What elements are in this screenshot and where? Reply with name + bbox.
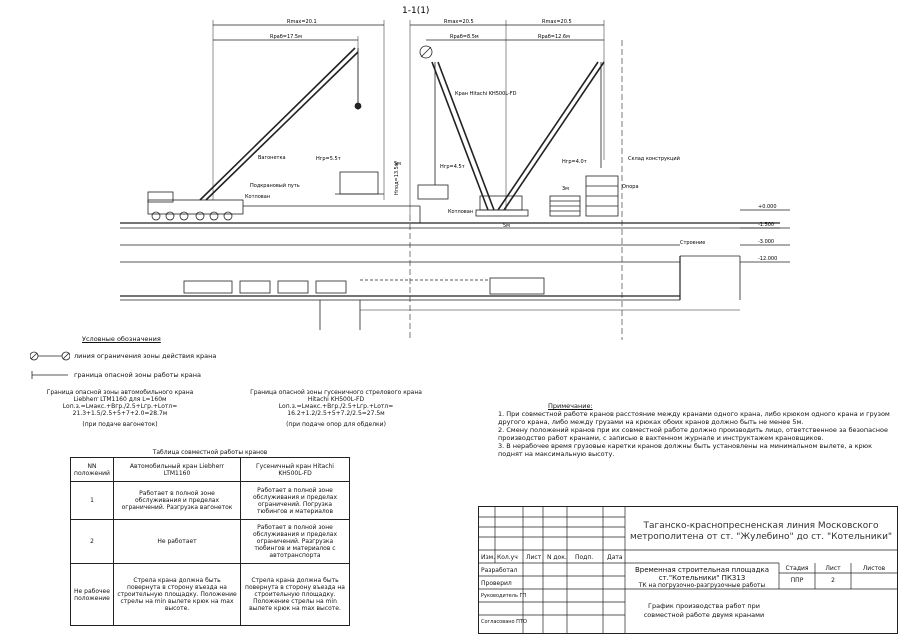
label-pit: Котлован bbox=[245, 194, 270, 200]
formula-left-line1: Lоп.з.=Lмакс.+Bгр./2.5+Lгр.+Lотл= bbox=[62, 403, 178, 410]
label-support: Опора bbox=[622, 184, 639, 190]
formula-left-subtitle: Liebherr LTM1160 для L=160м bbox=[73, 396, 167, 403]
table-cell: Стрела крана должна быть повернута в сто… bbox=[240, 563, 350, 626]
stamp-list: 2 bbox=[831, 577, 835, 584]
note-3: 3. В нерабочее время грузовые каретки кр… bbox=[498, 442, 873, 458]
dim-5m-b: 5м bbox=[503, 223, 510, 229]
dim-3m: 3м bbox=[562, 186, 569, 192]
restriction-line-icon bbox=[30, 351, 70, 361]
dim-left-reach: Rраб=17.5м bbox=[270, 34, 302, 40]
elev-1: +0.000 bbox=[758, 204, 777, 210]
stamp-stage: ППР bbox=[790, 577, 804, 584]
table-cell: Не работает bbox=[113, 519, 241, 564]
section-drawing: 1-1(1) Rmax=20.1 Rраб=17.5м Rmax=20.5 Rр… bbox=[120, 6, 790, 340]
note-2: 2. Смену положений кранов при их совмест… bbox=[498, 426, 888, 442]
title-block-grid bbox=[479, 507, 897, 633]
note-1: 1. При совместной работе кранов расстоян… bbox=[498, 410, 890, 426]
formula-right-title: Граница опасной зоны гусеничного стрелов… bbox=[250, 389, 422, 396]
notes: Примечание: 1. При совместной работе кра… bbox=[498, 402, 890, 458]
stamp-col-data: Дата bbox=[607, 554, 623, 561]
stamp-razrab: Разработал bbox=[481, 567, 518, 574]
stamp-prover: Проверил bbox=[481, 580, 512, 587]
label-storage: Склад конструкций bbox=[628, 155, 680, 162]
dim-right-reach: Rраб=12.6м bbox=[538, 34, 570, 40]
stamp-object: Временная строительная площадка ст."Коте… bbox=[634, 566, 770, 582]
stamp-gip: Руководитель ГП bbox=[481, 593, 527, 599]
table-cell: Работает в полной зоне обслуживания и пр… bbox=[113, 481, 241, 520]
table-header-cell: Гусеничный кран Hitachi KH500L-FD bbox=[240, 457, 350, 482]
label-building: Строение bbox=[680, 240, 705, 246]
formula-right-line1: Lоп.з.=Lмакс.+Bгр./2.5+Lгр.+Lотл= bbox=[278, 403, 394, 410]
load-mid: Нгр=4.5т bbox=[440, 164, 465, 170]
table-cell: Стрела крана должна быть повернута в сто… bbox=[113, 563, 241, 626]
stamp-sheet-name: График производства работ при совместной… bbox=[643, 602, 765, 619]
elev-4: -12.000 bbox=[758, 256, 777, 262]
table-cell: 1 bbox=[70, 481, 114, 520]
stamp-col-izm: Изм. bbox=[481, 554, 496, 561]
table-cell: Работает в полной зоне обслуживания и пр… bbox=[240, 519, 350, 564]
legend-item1: линия ограничения зоны действия крана bbox=[74, 352, 217, 360]
height-left: Hпод=13.5м bbox=[394, 162, 400, 195]
legend-item2: граница опасной зоны работы крана bbox=[74, 371, 202, 379]
crane-right-name: Кран Hitachi KH500L-FD bbox=[455, 91, 517, 97]
dim-top-mid: Rmax=20.5 bbox=[444, 19, 474, 25]
table-cell: Работает в полной зоне обслуживания и пр… bbox=[240, 481, 350, 520]
formula-right-line2: 16.2+1.2/2.5+5+7.2/2.5=27.5м bbox=[287, 410, 385, 417]
legend-title: Условные обозначения bbox=[82, 335, 161, 343]
dim-mid-reach: Rраб=8.5м bbox=[450, 34, 479, 40]
stamp-col-kuch: Кол.уч bbox=[497, 554, 518, 561]
stamp-lists-header: Листов bbox=[862, 565, 886, 572]
formula-right: Граница опасной зоны гусеничного стрелов… bbox=[236, 389, 436, 428]
load-right: Нгр=4.0т bbox=[562, 159, 587, 165]
crane-work-table: NN положений Автомобильный кран Liebherr… bbox=[70, 457, 350, 626]
stamp-project: Таганско-краснопресненская линия Московс… bbox=[629, 521, 893, 542]
stamp-col-podp: Подп. bbox=[575, 554, 594, 561]
table-row: Не рабочее положение Стрела крана должна… bbox=[70, 563, 350, 626]
stamp-list-header: Лист bbox=[825, 565, 841, 572]
notes-title: Примечание: bbox=[548, 402, 593, 410]
dim-5m-a: 5м bbox=[394, 161, 401, 167]
load-left: Нгр=5.5т bbox=[316, 156, 341, 162]
elev-3: -3.000 bbox=[758, 239, 774, 245]
stamp-object2: ТК на погрузочно-разгрузочные работы bbox=[638, 582, 766, 589]
formula-left-note: (при подаче вагонеток) bbox=[82, 421, 158, 428]
formula-left: Граница опасной зоны автомобильного кран… bbox=[20, 389, 220, 428]
danger-zone-icon bbox=[31, 371, 68, 379]
formula-right-subtitle: Hitachi KH500L-FD bbox=[307, 396, 365, 403]
table-header-row: NN положений Автомобильный кран Liebherr… bbox=[70, 457, 350, 482]
label-railcar: Вагонетка bbox=[258, 155, 286, 161]
formula-left-title: Граница опасной зоны автомобильного кран… bbox=[46, 389, 194, 396]
table-row: 2 Не работает Работает в полной зоне обс… bbox=[70, 519, 350, 564]
stamp-soglas: Согласовано ПТО bbox=[481, 619, 527, 625]
elev-2: -1.500 bbox=[758, 222, 774, 228]
dim-top-right: Rmax=20.5 bbox=[542, 19, 572, 25]
label-pit-mid: Котлован bbox=[448, 209, 473, 215]
formula-left-line2: 21.3+1.5/2.5+5+7+2.0=28.7м bbox=[72, 410, 168, 417]
stamp-col-list: Лист bbox=[526, 554, 542, 561]
table-cell: Не рабочее положение bbox=[70, 563, 114, 626]
label-rail: Подкрановый путь bbox=[250, 182, 300, 189]
table-header-cell: NN положений bbox=[70, 457, 114, 482]
table-header-cell: Автомобильный кран Liebherr LTM1160 bbox=[113, 457, 241, 482]
table-cell: 2 bbox=[70, 519, 114, 564]
sheet-title: 1-1(1) bbox=[402, 6, 429, 16]
stamp-col-ndok: N док. bbox=[547, 554, 567, 561]
table-title: Таблица совместной работы кранов bbox=[152, 449, 268, 456]
table-row: 1 Работает в полной зоне обслуживания и … bbox=[70, 481, 350, 520]
stamp-stage-header: Стадия bbox=[785, 565, 809, 572]
title-block: Таганско-краснопресненская линия Московс… bbox=[478, 506, 898, 634]
formula-right-note: (при подаче опор для обделки) bbox=[286, 421, 386, 428]
dim-top-left: Rmax=20.1 bbox=[287, 19, 317, 25]
